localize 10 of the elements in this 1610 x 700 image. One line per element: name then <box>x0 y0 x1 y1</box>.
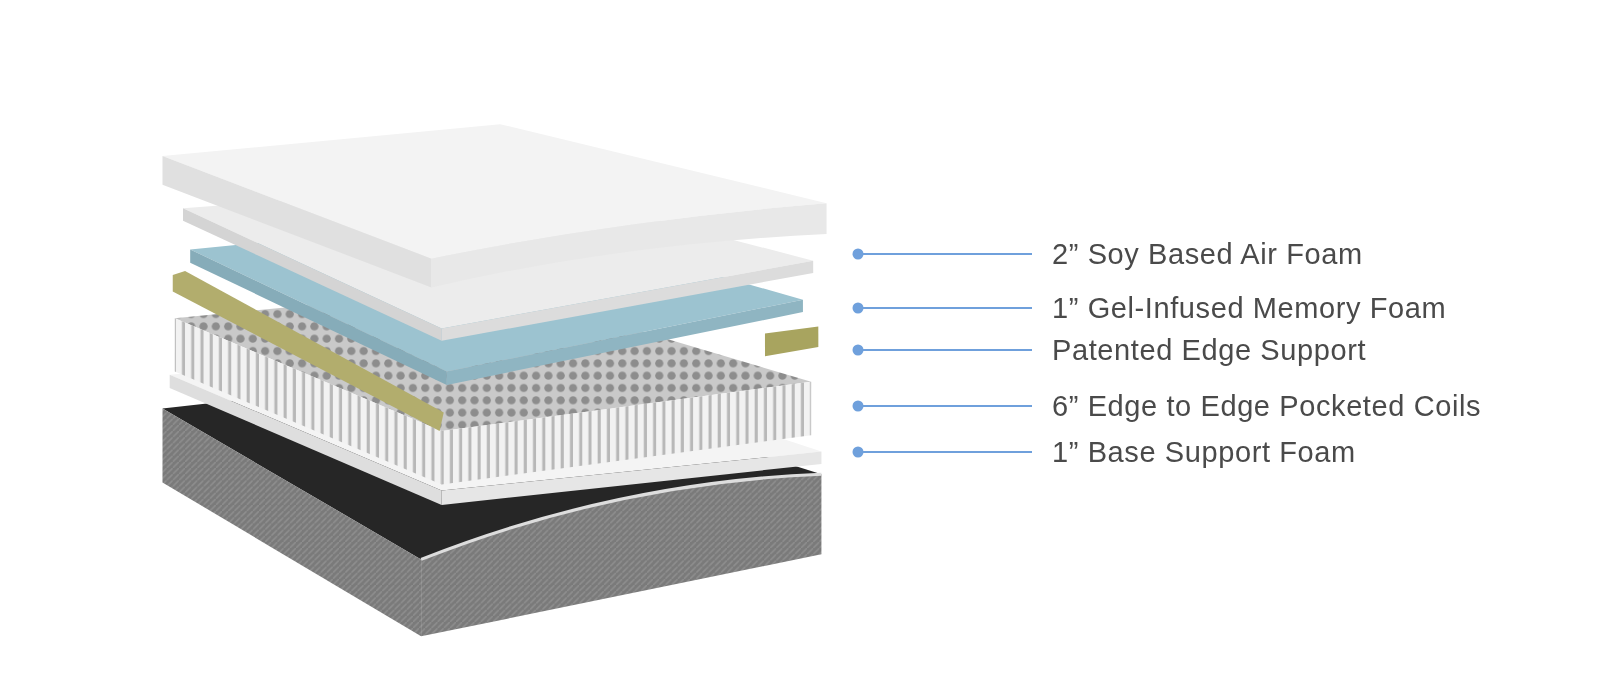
leader-line <box>852 248 1033 260</box>
layer-label: 1” Base Support Foam <box>1052 435 1356 469</box>
layer-label: 6” Edge to Edge Pocketed Coils <box>1052 389 1482 423</box>
layer-label: 2” Soy Based Air Foam <box>1052 237 1363 271</box>
leader-line <box>852 400 1033 412</box>
leader-line <box>852 446 1033 458</box>
layer-label: Patented Edge Support <box>1052 333 1367 367</box>
layer-label: 1” Gel-Infused Memory Foam <box>1052 291 1447 325</box>
leader-line <box>852 344 1033 356</box>
leader-line <box>852 302 1033 314</box>
